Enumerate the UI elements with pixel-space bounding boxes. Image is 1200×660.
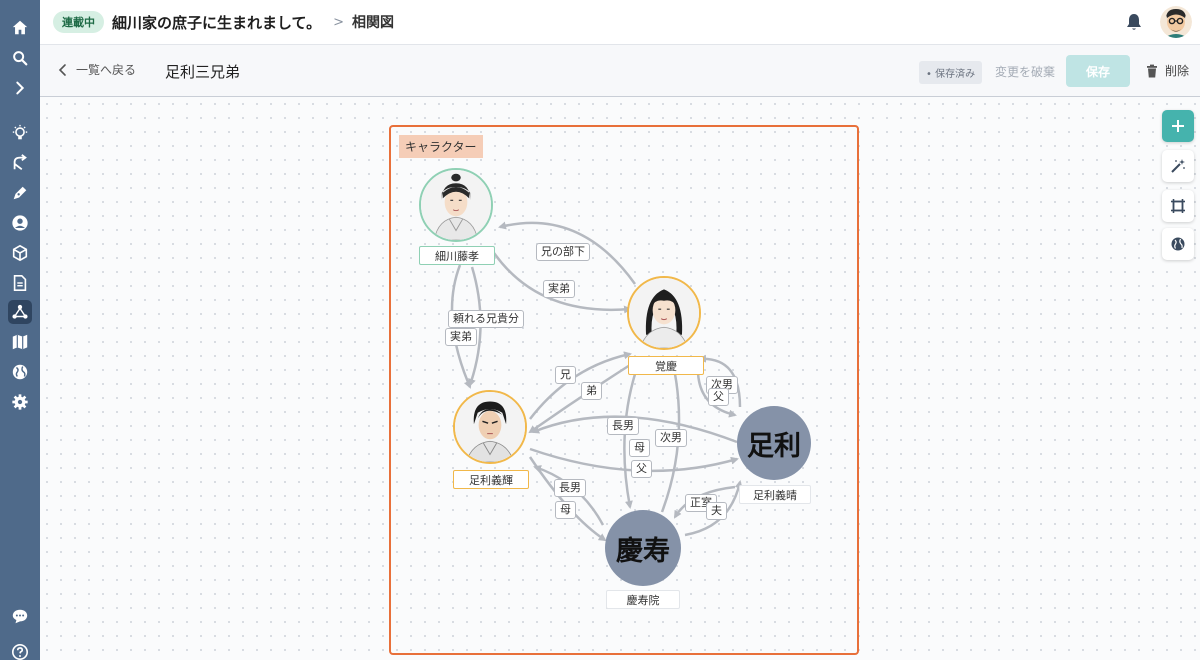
save-button[interactable]: 保存 <box>1066 55 1130 87</box>
character-node-keijuin[interactable]: 慶寿 <box>605 510 681 586</box>
trash-icon <box>1147 64 1157 77</box>
plus-icon <box>1172 120 1184 132</box>
settings-gear-icon[interactable] <box>8 390 32 414</box>
character-name-hosokawa[interactable]: 細川藤孝 <box>419 246 495 265</box>
edge-kakukei-hosokawa <box>498 221 637 285</box>
plot-branch-icon[interactable] <box>8 151 32 175</box>
edge-label[interactable]: 兄の部下 <box>536 243 590 261</box>
edge-label[interactable]: 実弟 <box>445 328 477 346</box>
character-portrait <box>421 170 491 240</box>
character-group-frame[interactable]: キャラクター <box>389 125 859 655</box>
character-node-kakukei[interactable] <box>627 276 701 350</box>
frame-icon <box>1171 199 1185 213</box>
idea-bulb-icon[interactable] <box>8 121 32 145</box>
edge-label[interactable]: 父 <box>708 388 729 406</box>
world-map-icon[interactable] <box>8 330 32 354</box>
character-node-yoshiharu[interactable]: 足利 <box>737 406 811 480</box>
edge-label[interactable]: 父 <box>631 460 652 478</box>
edge-label[interactable]: 弟 <box>581 382 602 400</box>
character-portrait <box>455 392 525 462</box>
diagram-canvas[interactable]: キャラクター <box>40 97 1200 660</box>
edge-label[interactable]: 夫 <box>706 502 727 520</box>
edge-label[interactable]: 母 <box>555 501 576 519</box>
character-name-kakukei[interactable]: 覚慶 <box>628 356 704 375</box>
globe-icon[interactable] <box>8 360 32 384</box>
status-badge: 連載中 <box>53 11 104 33</box>
saved-status-badge: • 保存済み <box>919 61 983 84</box>
breadcrumb-separator: > <box>333 14 345 30</box>
work-title[interactable]: 細川家の庶子に生まれまして。 <box>112 13 322 32</box>
edge-label[interactable]: 母 <box>629 439 650 457</box>
delete-label: 削除 <box>1165 64 1190 78</box>
add-element-button[interactable] <box>1162 110 1194 142</box>
pen-icon[interactable] <box>8 181 32 205</box>
help-icon[interactable] <box>8 640 32 660</box>
world-settings-button[interactable] <box>1162 228 1194 260</box>
chevron-left-icon <box>58 63 66 76</box>
character-node-yoshiteru[interactable] <box>453 390 527 464</box>
fit-frame-button[interactable] <box>1162 190 1194 222</box>
edge-label[interactable]: 次男 <box>655 429 687 447</box>
home-icon[interactable] <box>8 16 32 40</box>
chat-icon[interactable] <box>8 604 32 628</box>
back-to-list-link[interactable]: 一覧へ戻る <box>56 61 136 78</box>
document-icon[interactable] <box>8 271 32 295</box>
notification-bell-icon[interactable] <box>1124 12 1144 32</box>
user-avatar[interactable] <box>1160 6 1192 38</box>
character-icon[interactable] <box>8 211 32 235</box>
editor-toolbar: 一覧へ戻る 足利三兄弟 • 保存済み 変更を破棄 保存 削除 <box>40 45 1200 97</box>
edge-label[interactable]: 頼れる兄貴分 <box>448 310 524 328</box>
breadcrumb-section: 相関図 <box>352 15 395 31</box>
search-icon[interactable] <box>8 46 32 70</box>
top-header: 連載中 細川家の庶子に生まれまして。 > 相関図 <box>40 0 1200 45</box>
character-node-hosokawa[interactable] <box>419 168 493 242</box>
character-portrait <box>629 278 699 348</box>
edge-label[interactable]: 長男 <box>554 479 586 497</box>
edge-yoshiteru-kakukei <box>529 351 632 420</box>
delete-button[interactable]: 削除 <box>1145 62 1189 79</box>
diagram-title[interactable]: 足利三兄弟 <box>165 63 241 81</box>
magic-wand-icon <box>1171 159 1185 173</box>
frame-label: キャラクター <box>399 135 483 158</box>
back-label: 一覧へ戻る <box>76 63 137 77</box>
globe-icon <box>1171 237 1185 251</box>
character-name-yoshiharu[interactable]: 足利義晴 <box>739 485 811 504</box>
edge-label[interactable]: 実弟 <box>543 280 575 298</box>
edge-label[interactable]: 兄 <box>555 366 576 384</box>
expand-chevron-icon[interactable] <box>8 76 32 100</box>
edge-yoshiharu-kakukei <box>698 354 742 408</box>
relationship-map-icon[interactable] <box>8 300 32 324</box>
discard-changes-button[interactable]: 変更を破棄 <box>995 65 1056 79</box>
item-cube-icon[interactable] <box>8 241 32 265</box>
edge-kakukei-yoshiteru <box>528 363 631 434</box>
edge-label[interactable]: 長男 <box>607 417 639 435</box>
left-navigation-rail <box>0 0 40 660</box>
character-name-keijuin[interactable]: 慶寿院 <box>606 590 680 609</box>
character-name-yoshiteru[interactable]: 足利義輝 <box>453 470 529 489</box>
auto-layout-button[interactable] <box>1162 150 1194 182</box>
